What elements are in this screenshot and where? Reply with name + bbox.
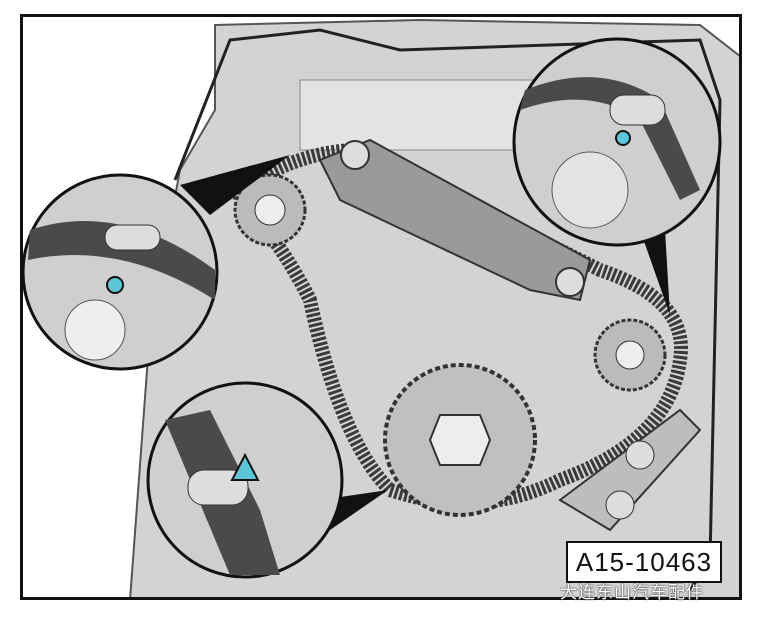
watermark-text: 大连东山汽车配件 [560,583,704,602]
gasket-outline [173,28,722,591]
detail-callout-right [512,37,722,247]
alignment-mark-triangle [230,452,260,481]
chain-guide [318,138,592,302]
alignment-mark-circle [106,276,124,294]
figure-number-label: A15-10463 [566,541,722,583]
tensioner-rail [558,408,702,532]
detail-callout-left [23,173,219,371]
alignment-mark-circle [615,130,631,146]
timing-chain [233,142,688,510]
detail-callout-bottom [146,381,344,579]
